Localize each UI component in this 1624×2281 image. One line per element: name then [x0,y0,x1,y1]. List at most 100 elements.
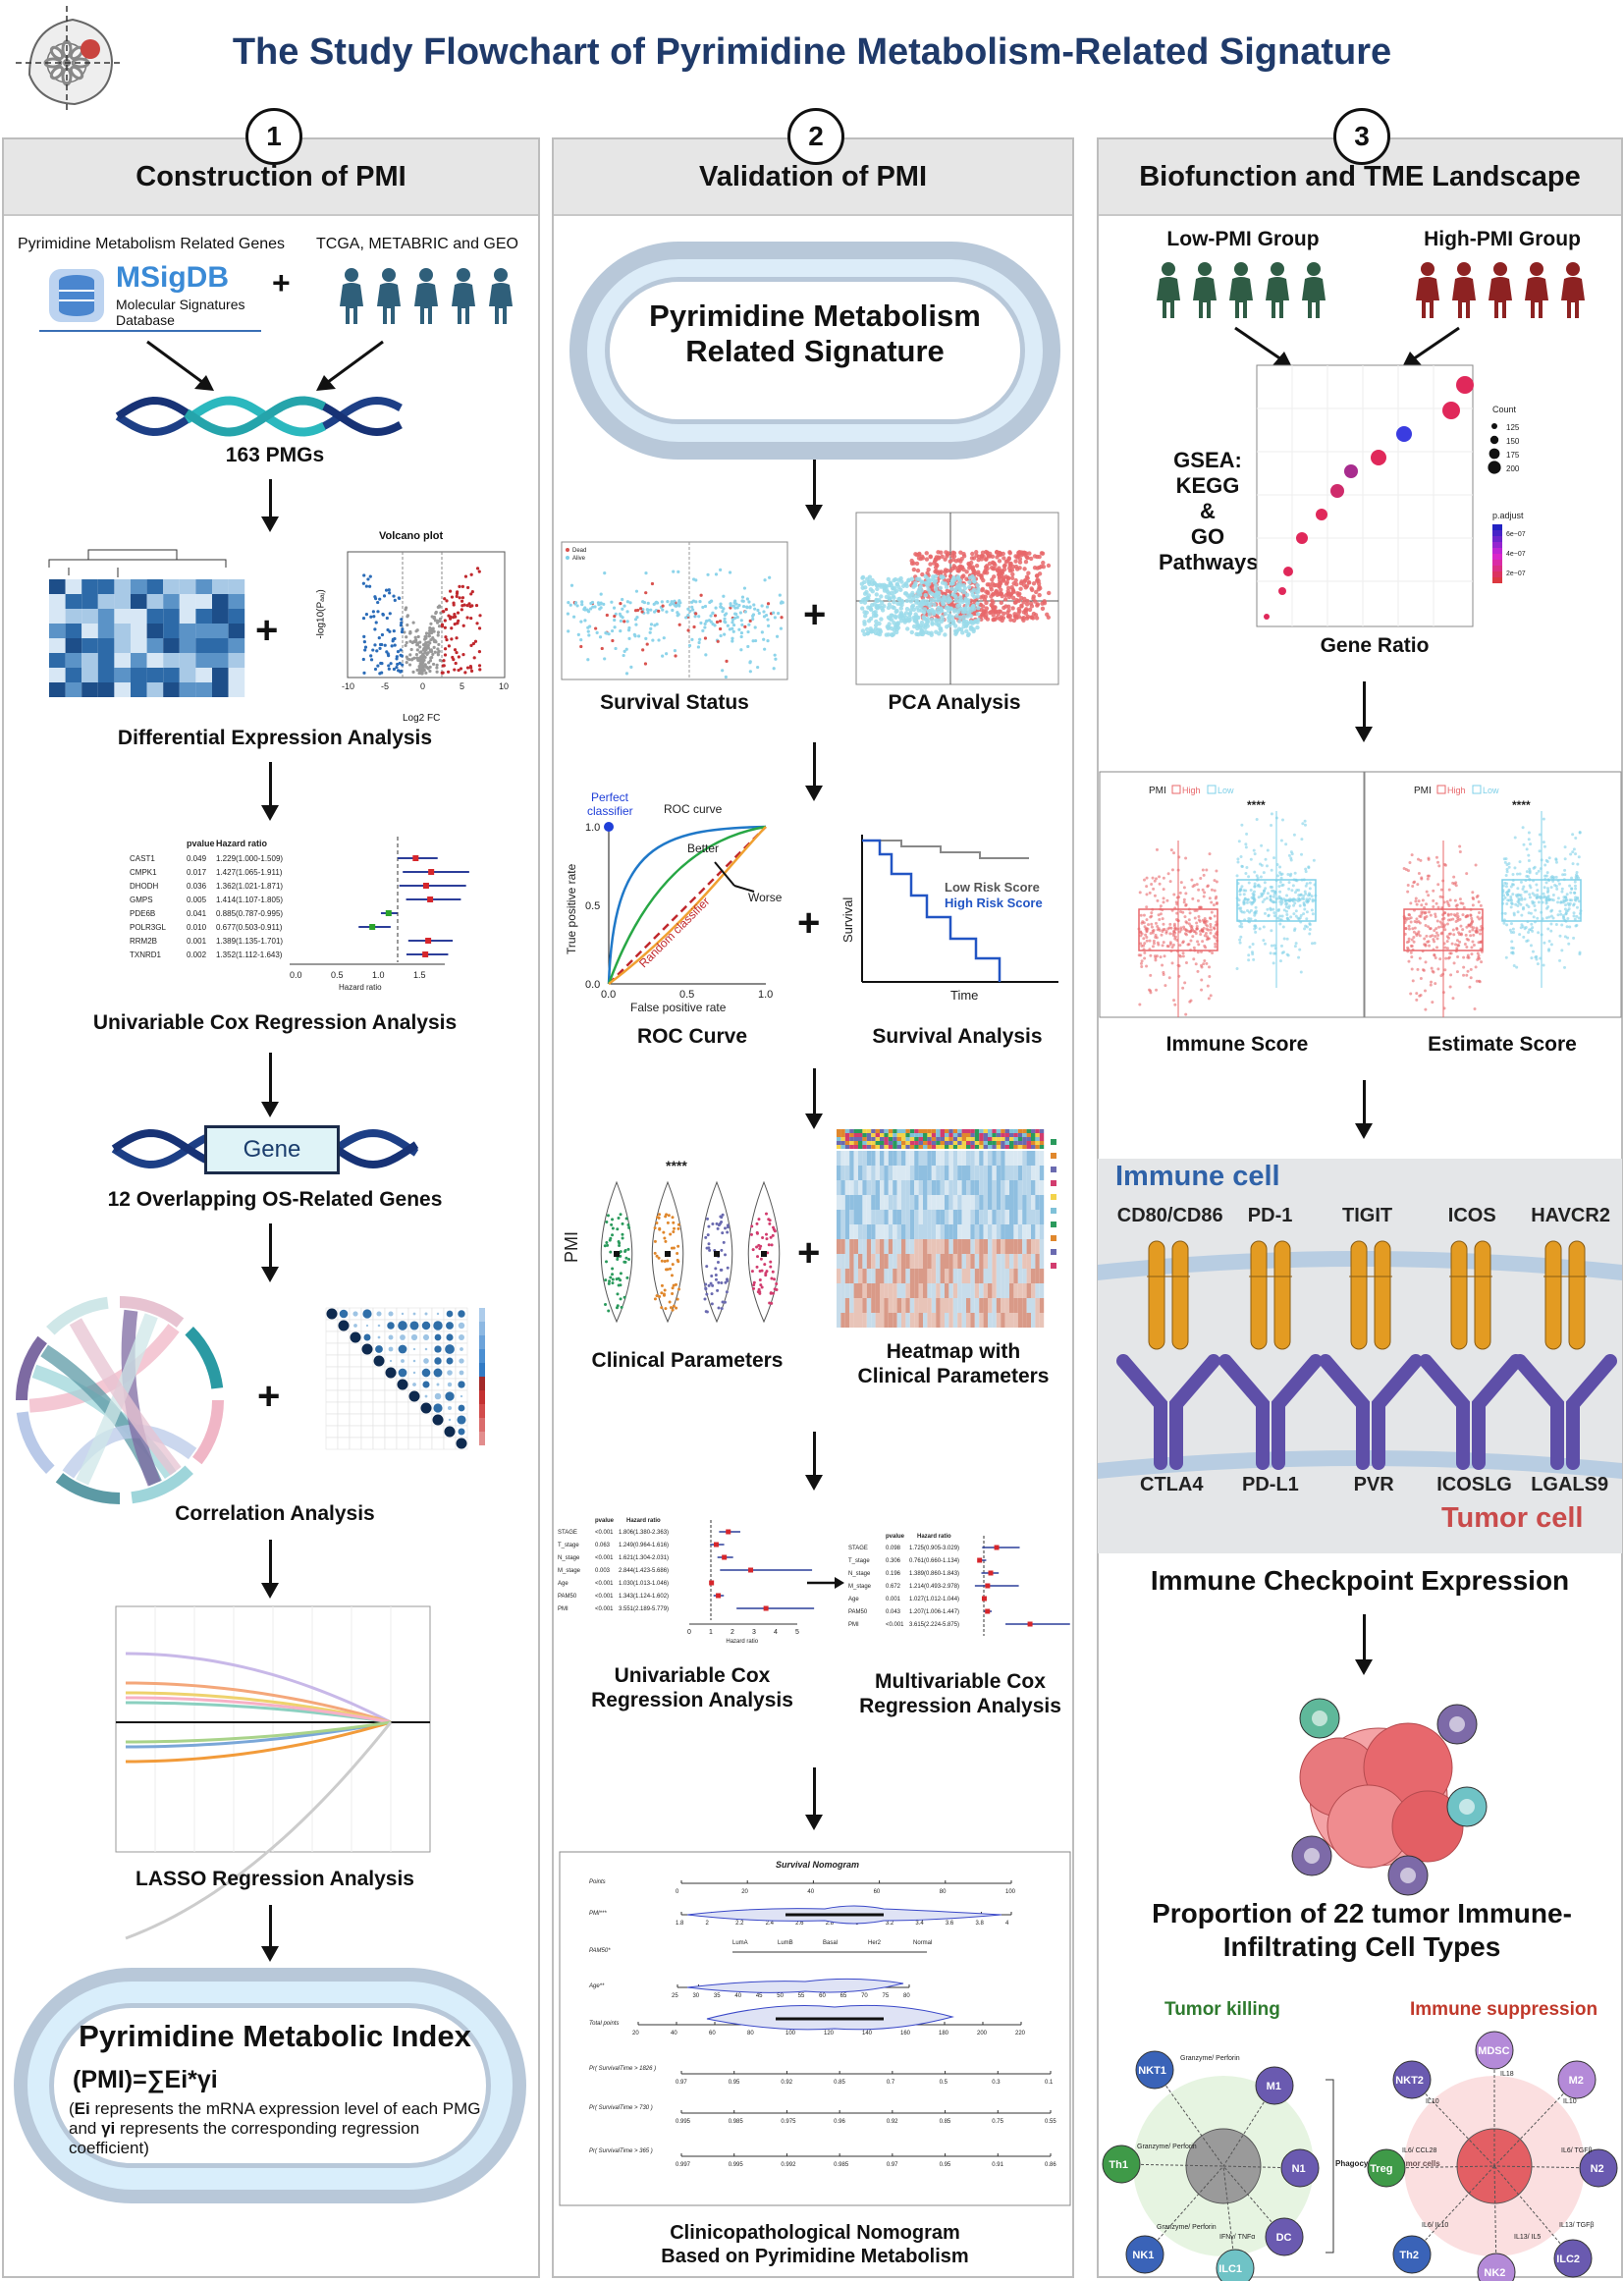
nomogram-tick-label: 60 [709,2031,716,2037]
corr-dot [389,1359,393,1363]
status-point [751,617,755,622]
column-header: Hazard ratio [917,1534,951,1540]
row-pvalue: 0.672 [886,1584,901,1590]
annotation-cell [901,1133,906,1137]
box-point [1210,900,1214,904]
annotation-cell [970,1133,975,1137]
nomogram-tick-label: 40 [671,2031,677,2037]
box-point [1561,873,1565,877]
box-point [1461,928,1465,932]
chord-arc [55,1472,121,1504]
corr-cell [349,1413,362,1427]
volcano-point [366,577,370,581]
violin-point [711,1283,715,1287]
legend-label: High [1182,786,1201,795]
annotation-cell [983,1145,988,1149]
heat-cell [992,1151,997,1166]
annotation-cell [914,1129,919,1133]
hr-point [985,1583,991,1589]
heat-cell [212,668,229,682]
volcano-point [378,642,383,647]
gsea-label: GSEA: KEGG & GO Pathways [1159,448,1259,575]
volcano-point [440,624,444,628]
box-point [1423,943,1427,947]
box-point [1527,838,1531,842]
heat-cell [849,1239,854,1254]
volcano-point [424,645,428,649]
box-point [1471,940,1475,944]
annotation-cell [918,1137,923,1141]
status-point [739,648,743,652]
box-point [1415,998,1419,1002]
annotation-cell [1039,1145,1045,1149]
status-point [762,610,766,614]
box-point [1179,928,1183,932]
box-point [1181,951,1185,955]
status-point [661,604,665,608]
heat-cell [996,1239,1001,1254]
volcano-point [460,608,463,612]
corr-cell [372,1437,386,1450]
box-point [1406,890,1410,894]
heat-cell [114,668,131,682]
plot-frame [1256,364,1474,627]
heat-cell [1009,1283,1014,1298]
volcano-point [376,664,380,668]
heat-cell [918,1283,923,1298]
heat-cell [974,1313,980,1328]
pca-point [962,585,968,591]
annotation-cell [862,1133,867,1137]
pca-point [1037,584,1042,589]
heat-cell [1031,1269,1036,1283]
volcano-point [389,662,393,666]
heat-cell [195,638,212,653]
volcano-point [373,643,377,647]
heat-cell [875,1180,880,1195]
pca-point [1005,610,1010,616]
heat-cell [940,1298,945,1313]
heat-cell [974,1166,980,1180]
colorbar-step [479,1363,485,1377]
corr-cell [407,1413,421,1427]
heat-cell [970,1313,975,1328]
box-point [1287,881,1291,885]
annotation-cell [992,1137,997,1141]
heat-cell [896,1166,901,1180]
head [1457,262,1471,276]
corr-dot [397,1379,408,1390]
heat-cell [983,1313,988,1328]
pca-point [925,619,931,625]
heat-cell [179,579,196,594]
violin-point [672,1230,676,1234]
volcano-point [461,653,465,657]
volcano-point [463,574,468,578]
heat-cell [858,1151,863,1166]
status-point [611,638,615,643]
pca-point [1005,575,1010,580]
status-point [728,570,732,574]
box-point [1299,970,1303,974]
box-point [1209,994,1213,998]
volcano-point [392,667,397,672]
heat-cell [974,1254,980,1269]
pca-point [1039,564,1044,570]
heat-cell [936,1224,941,1239]
annotation-cell [936,1145,941,1149]
corr-cell [372,1389,386,1403]
pca-label: PCA Analysis [888,691,1021,714]
heat-cell [875,1283,880,1298]
volcano-point [362,634,366,638]
pca-point [1030,587,1035,593]
heat-cell [979,1298,984,1313]
nomogram-tick-label: 160 [900,2031,911,2037]
violin-point [619,1254,623,1258]
box-point [1184,892,1188,896]
box-point [1253,913,1257,917]
annotation-cell [940,1129,945,1133]
violin-point [604,1303,608,1307]
heat-cell [927,1224,932,1239]
corr-dot [373,1355,385,1367]
significance-label: **** [1512,798,1531,812]
box-point [1152,942,1156,946]
